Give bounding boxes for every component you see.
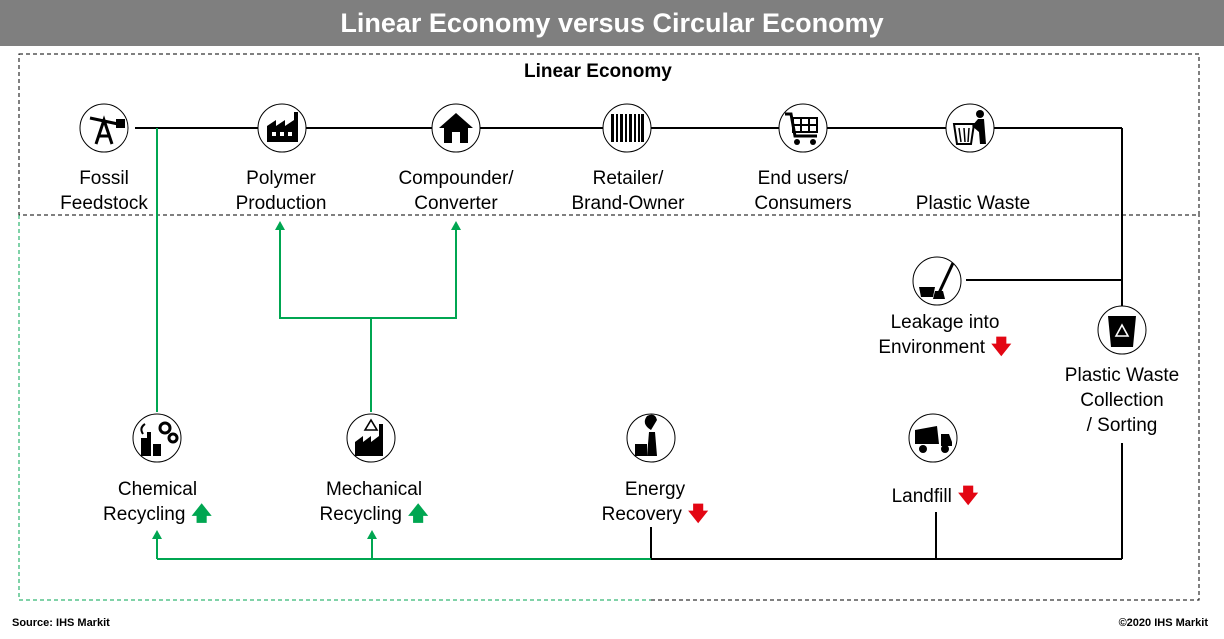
node-chemical-recycling: Chemical Recycling🡅 [80, 477, 235, 527]
node-label-line1: Landfill [891, 486, 952, 507]
broom-bucket-icon [912, 256, 962, 306]
node-label-line1: Leakage into [890, 312, 1000, 333]
source-note: Source: IHS Markit [12, 617, 110, 629]
arrow-up-icon: 🡅 [407, 503, 429, 525]
page-title: Linear Economy versus Circular Economy [0, 0, 1224, 46]
recycle-bin-icon [1097, 305, 1147, 355]
node-label-line1: Plastic Waste [1064, 365, 1180, 386]
node-label-line1: Compounder/ [398, 168, 514, 189]
node-label-line2: Brand-Owner [571, 193, 685, 214]
node-label-line2: Feedstock [60, 193, 148, 214]
recycling-factory-icon [346, 413, 396, 463]
trash-bin-icon [945, 103, 995, 153]
shopping-cart-icon [778, 103, 828, 153]
node-label-line2: Environment [878, 337, 986, 358]
smokestack-icon [626, 413, 676, 463]
oil-pump-icon [79, 103, 129, 153]
dump-truck-icon [908, 413, 958, 463]
node-energy-recovery: Energy Recovery🡇 [580, 477, 730, 527]
node-plastic-waste: Plastic Waste [893, 191, 1053, 216]
node-compounder-converter: Compounder/ Converter [381, 166, 531, 216]
linear-economy-label: Linear Economy [524, 61, 672, 82]
copyright-note: ©2020 IHS Markit [1118, 617, 1208, 629]
node-label-line2: Recovery [601, 504, 682, 525]
node-label-line1: Polymer [246, 168, 316, 189]
node-label-line1: Chemical [117, 479, 198, 500]
node-label-line1: Retailer/ [592, 168, 664, 189]
node-label-line1: Fossil [79, 168, 129, 189]
node-mechanical-recycling: Mechanical Recycling🡅 [294, 477, 454, 527]
recycling-arrowheads [152, 221, 461, 539]
arrow-up-icon: 🡅 [191, 503, 212, 525]
arrow-down-icon: 🡇 [687, 503, 709, 525]
node-label-line1: Mechanical [325, 479, 423, 500]
house-icon [431, 103, 481, 153]
node-label-line2: Collection [1080, 390, 1164, 411]
node-label-line1: Energy [624, 479, 686, 500]
node-fossil-feedstock: Fossil Feedstock [44, 166, 164, 216]
linear-economy-frame [18, 53, 1200, 216]
recycling-flow-lines [156, 128, 651, 560]
node-label-line2: Production [235, 193, 327, 214]
circular-frame-green [18, 215, 651, 601]
chemical-plant-gears-icon [132, 413, 182, 463]
node-retailer-brand-owner: Retailer/ Brand-Owner [553, 166, 703, 216]
node-label-line2: Recycling [319, 504, 402, 525]
node-leakage-environment: Leakage into Environment🡇 [860, 310, 1030, 360]
node-landfill: Landfill🡇 [865, 484, 1005, 509]
circular-frame-black [651, 215, 1200, 601]
node-label-line1: End users/ [757, 168, 849, 189]
node-label-line3: / Sorting [1086, 415, 1158, 436]
barcode-icon [602, 103, 652, 153]
node-end-users-consumers: End users/ Consumers [728, 166, 878, 216]
node-plastic-waste-collection: Plastic Waste Collection / Sorting [1047, 363, 1197, 438]
node-label-line2: Converter [414, 193, 498, 214]
factory-icon [257, 103, 307, 153]
node-label-line1: Plastic Waste [915, 193, 1031, 214]
node-label-line2: Consumers [754, 193, 852, 214]
node-polymer-production: Polymer Production [208, 166, 354, 216]
arrow-down-icon: 🡇 [957, 485, 979, 507]
node-label-line2: Recycling [103, 504, 186, 525]
arrow-down-icon: 🡇 [991, 336, 1012, 358]
